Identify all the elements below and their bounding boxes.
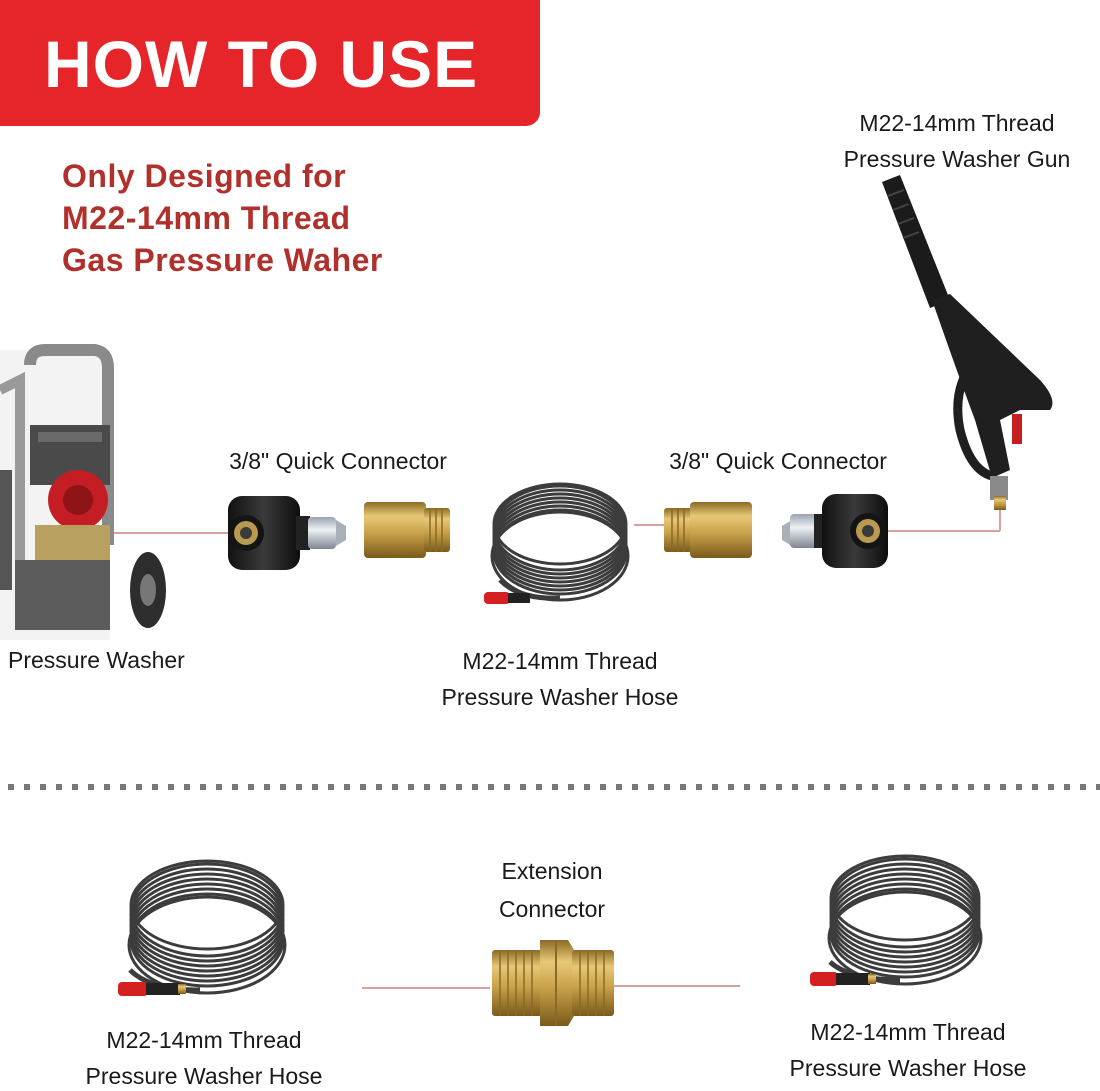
hose-coil-top-image (484, 482, 630, 604)
quick-connector-left-label: 3/8" Quick Connector (229, 448, 447, 474)
headline-line-2: M22-14mm Thread (62, 200, 351, 236)
gun-label-line-1: M22-14mm Thread (859, 110, 1055, 136)
gun-label-line-2: Pressure Washer Gun (843, 146, 1071, 172)
connection-lines-bottom (362, 985, 740, 989)
extension-connector-image (492, 940, 614, 1026)
hose-label-bottom-right-line-2: Pressure Washer Hose (789, 1055, 1027, 1081)
connection-lines-top (110, 508, 1001, 534)
how-to-use-banner (0, 0, 540, 126)
quick-connector-right-image (782, 494, 888, 568)
hose-label-bottom-left-line-1: M22-14mm Thread (106, 1027, 302, 1053)
pressure-washer-image (0, 344, 166, 640)
hose-label-top-line-2: Pressure Washer Hose (441, 684, 679, 710)
hose-label-top-line-1: M22-14mm Thread (462, 648, 658, 674)
brass-adapter-left-image (364, 502, 450, 558)
headline-line-1: Only Designed for (62, 158, 347, 194)
hose-coil-bottom-right-image (810, 854, 983, 986)
pressure-washer-gun-image (882, 175, 1053, 510)
extension-connector-label-line-2: Connector (498, 896, 606, 922)
brass-adapter-right-image (664, 502, 752, 558)
quick-connector-left-image (228, 496, 346, 570)
hose-coil-bottom-left-image (118, 859, 287, 996)
headline-line-3: Gas Pressure Waher (62, 242, 383, 278)
hose-label-bottom-right-line-1: M22-14mm Thread (810, 1019, 1006, 1045)
quick-connector-right-label: 3/8" Quick Connector (669, 448, 887, 474)
hose-label-bottom-left-line-2: Pressure Washer Hose (85, 1063, 323, 1089)
extension-connector-label-line-1: Extension (501, 858, 603, 884)
pressure-washer-label: Pressure Washer (8, 647, 185, 673)
banner-title: HOW TO USE (44, 27, 479, 101)
